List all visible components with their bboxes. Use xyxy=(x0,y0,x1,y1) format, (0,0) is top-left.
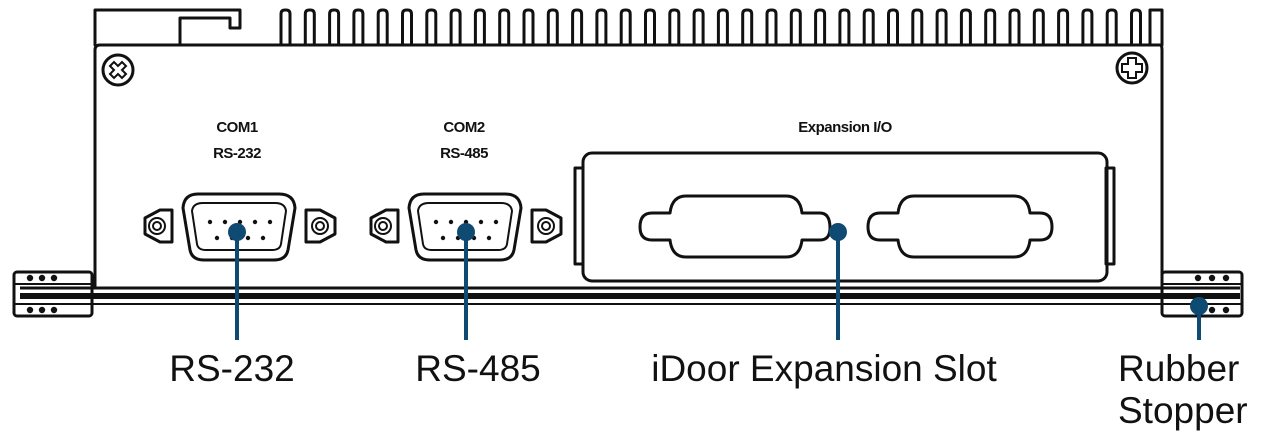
heatsink-fin xyxy=(959,8,972,47)
leader-dot-rs232 xyxy=(228,223,246,241)
heatsink-fin xyxy=(789,8,802,47)
callout-idoor: iDoor Expansion Slot xyxy=(651,348,997,389)
heatsink-fin xyxy=(401,8,413,47)
heatsink-fin xyxy=(473,8,486,47)
heatsink-fin xyxy=(862,8,875,47)
com2-db9-connector xyxy=(369,192,563,262)
heatsink-fin xyxy=(619,8,632,47)
heatsink-fin xyxy=(814,8,827,47)
screw-left-icon xyxy=(101,53,135,87)
heatsink-fin xyxy=(1105,8,1118,47)
heatsink-fin xyxy=(376,8,389,47)
heatsink-fin xyxy=(1081,8,1094,47)
heatsink-fin xyxy=(644,8,656,47)
com1-db9-connector xyxy=(143,192,337,262)
heatsink-fin xyxy=(1130,8,1142,47)
leader-dot-idoor xyxy=(829,223,847,241)
callout-rs485: RS-485 xyxy=(415,348,540,389)
heatsink-fin xyxy=(668,8,681,47)
callout-leaders xyxy=(228,223,1208,340)
heatsink-fin xyxy=(449,8,462,47)
top-bracket xyxy=(93,8,242,47)
expansion-io-label: Expansion I/O xyxy=(798,119,892,136)
heatsink-fin xyxy=(716,8,729,47)
callout-rubber-line2: Stopper xyxy=(1118,390,1248,431)
heatsink-fin xyxy=(911,8,924,47)
heatsink-fin xyxy=(741,8,754,47)
heatsink-fin xyxy=(765,8,778,47)
heatsink-fin xyxy=(595,8,608,47)
heatsink-fin xyxy=(935,8,948,47)
heatsink-fin xyxy=(984,8,997,47)
idoor-expansion-slot xyxy=(573,151,1116,283)
leader-dot-rs485 xyxy=(457,223,475,241)
heatsink-fin xyxy=(1032,8,1045,47)
callout-rubber-line1: Rubber xyxy=(1118,348,1239,389)
heatsink-fin xyxy=(352,8,365,47)
heatsink-fins xyxy=(279,8,1164,47)
heatsink-fin xyxy=(522,8,535,47)
callout-rs232: RS-232 xyxy=(169,348,294,389)
heatsink-fin xyxy=(1008,8,1021,47)
rubber-stopper-right xyxy=(1160,270,1244,318)
com1-label: COM1 xyxy=(216,119,257,136)
heatsink-fin xyxy=(498,8,511,47)
rubber-stopper-left xyxy=(12,270,94,318)
heatsink-fin xyxy=(838,8,851,47)
com2-label: COM2 xyxy=(443,119,484,136)
heatsink-fin xyxy=(1148,8,1164,47)
com1-type-label: RS-232 xyxy=(213,145,261,162)
heatsink-fin xyxy=(546,8,559,47)
chassis-body xyxy=(93,43,1164,290)
heatsink-fin xyxy=(1057,8,1070,47)
heatsink-fin xyxy=(303,8,316,47)
heatsink-fin xyxy=(425,8,438,47)
leader-dot-rubber xyxy=(1190,297,1208,315)
heatsink-fin xyxy=(692,8,705,47)
heatsink-fin xyxy=(279,8,292,47)
com2-type-label: RS-485 xyxy=(440,145,488,162)
heatsink-fin xyxy=(571,8,584,47)
heatsink-fin xyxy=(887,8,899,47)
screw-right-icon xyxy=(1115,51,1149,85)
heatsink-fin xyxy=(328,8,341,47)
